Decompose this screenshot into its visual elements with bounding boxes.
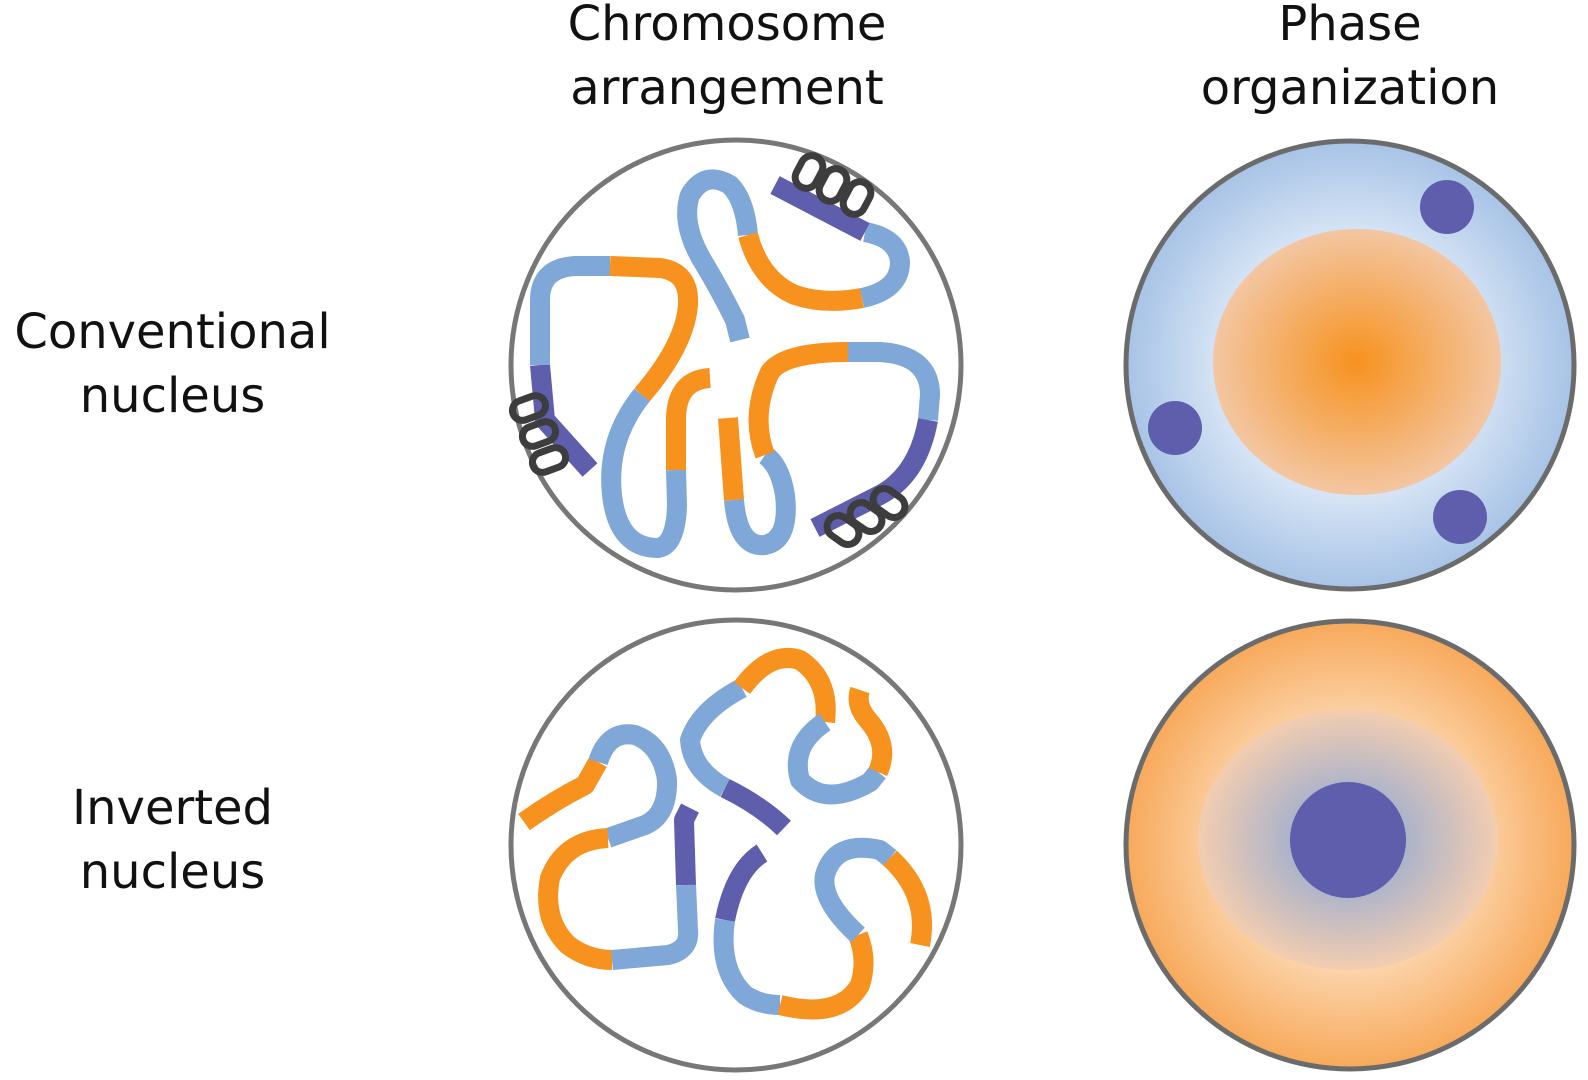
constitutive-heterochromatin-segment	[770, 176, 870, 241]
conventional-phase-nucleus	[1123, 138, 1577, 592]
facultative-heterochromatin-segment	[859, 222, 910, 308]
facultative-heterochromatin-segment	[611, 884, 699, 970]
heterochromatin-focus	[1148, 401, 1202, 455]
lamina-tether-group-top	[791, 152, 875, 218]
facultative-heterochromatin-segment	[814, 837, 897, 943]
inverted-phase-nucleus	[1123, 618, 1577, 1072]
chromosome-strand-2	[680, 647, 893, 836]
chromosome-strand-1	[518, 724, 699, 970]
column-title-line-1: Phase	[1278, 0, 1422, 52]
facultative-heterochromatin-segment	[713, 918, 781, 1015]
lamina-tether-loop	[528, 444, 570, 476]
column-title-line-2: organization	[1200, 60, 1500, 116]
row-label-conventional-nucleus: Conventional nucleus	[0, 300, 345, 428]
facultative-heterochromatin-segment	[848, 342, 940, 421]
heterochromatin-focus	[1433, 490, 1487, 544]
facultative-heterochromatin-segment	[588, 724, 678, 848]
euchromatin-segment	[609, 256, 699, 402]
chromosome-strand-3	[713, 837, 932, 1020]
row-label-line-1: Conventional	[14, 304, 331, 360]
constitutive-heterochromatin-segment	[674, 803, 699, 886]
lamina-tether-group-left	[508, 392, 570, 476]
euchromatin-segment	[538, 828, 613, 970]
euchromatin-segment	[777, 931, 874, 1020]
nuclear-envelope	[508, 137, 964, 593]
conventional-chromosome-nucleus	[508, 137, 964, 593]
column-title-phase-organization: Phase organization	[1160, 0, 1540, 120]
row-label-line-2: nucleus	[79, 368, 266, 424]
facultative-heterochromatin-segment	[787, 713, 886, 805]
facultative-heterochromatin-segment	[724, 446, 796, 556]
lamina-tether-loop	[869, 485, 909, 521]
euchromatin-segment	[718, 417, 744, 501]
facultative-heterochromatin-segment	[677, 169, 758, 343]
column-title-line-2: arrangement	[570, 60, 884, 116]
facultative-heterochromatin-segment	[680, 679, 747, 797]
column-title-line-1: Chromosome	[567, 0, 887, 52]
euchromatin-segment	[883, 850, 932, 947]
chromosome-strand-2	[677, 169, 910, 343]
lamina-tether-loop	[508, 392, 550, 424]
euchromatin-segment	[733, 647, 836, 724]
row-label-line-1: Inverted	[71, 780, 274, 836]
heterochromatin-core	[1290, 782, 1406, 898]
chromosome-strand-3	[718, 342, 940, 556]
constitutive-heterochromatin-segment	[810, 418, 938, 537]
euchromatin-segment	[666, 368, 712, 470]
column-title-chromosome-arrangement: Chromosome arrangement	[522, 0, 932, 120]
euchromatin-segment	[848, 686, 893, 777]
euchromatin-phase	[1213, 229, 1501, 495]
heterochromatin-focus	[1420, 180, 1474, 234]
facultative-heterochromatin-segment	[530, 256, 610, 365]
lamina-tether-loop	[518, 418, 560, 450]
row-label-line-2: nucleus	[79, 844, 266, 900]
constitutive-heterochromatin-segment	[720, 779, 791, 836]
lamina-tether-loop	[839, 178, 875, 218]
euchromatin-segment	[518, 757, 607, 831]
lamina-tether-loop	[815, 165, 851, 205]
lamina-tether-loop	[791, 152, 827, 192]
euchromatin-segment	[738, 232, 864, 311]
inverted-chromosome-nucleus	[508, 617, 964, 1073]
constitutive-heterochromatin-segment	[715, 844, 768, 923]
lamina-tether-group-right	[823, 485, 909, 548]
row-label-inverted-nucleus: Inverted nucleus	[0, 776, 345, 904]
euchromatin-segment	[748, 342, 849, 459]
facultative-heterochromatin-segment	[601, 388, 687, 558]
